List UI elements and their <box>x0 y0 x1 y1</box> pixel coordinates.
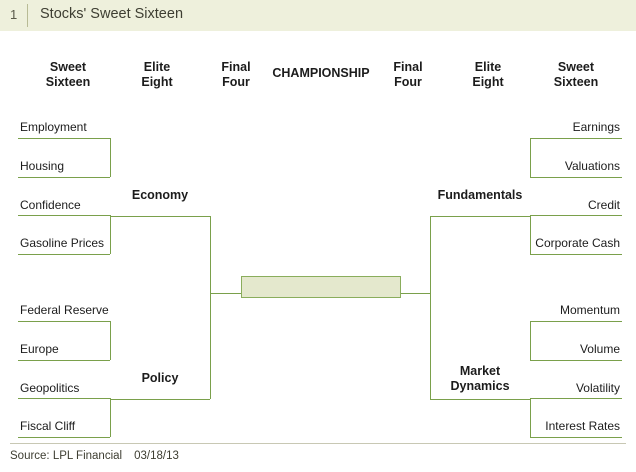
bracket-line-left-bottom-leaf-2 <box>18 360 110 361</box>
bracket-leaf-federal-reserve: Federal Reserve <box>20 303 109 317</box>
column-heading-line2: Sixteen <box>45 75 91 89</box>
column-heading-line1: Sweet <box>557 60 595 74</box>
bracket-line-right-bottom-node-base <box>430 399 530 400</box>
bracket-leaf-employment: Employment <box>20 120 87 134</box>
figure-title: Stocks' Sweet Sixteen <box>40 6 184 22</box>
column-heading-line2: Eight <box>141 75 173 89</box>
bracket-leaf-corporate-cash: Corporate Cash <box>535 236 620 250</box>
bracket-leaf-credit: Credit <box>587 198 620 212</box>
source-date: 03/18/13 <box>134 450 179 462</box>
column-heading-line1: Elite <box>143 60 171 74</box>
bracket-line-right-top-join-lower <box>530 215 531 254</box>
column-heading-right-sweet-sixteen: Sweet Sixteen <box>526 60 626 90</box>
column-heading-championship: CHAMPIONSHIP <box>266 66 376 81</box>
bracket-line-left-top-leaf-2 <box>18 177 110 178</box>
bracket-node-label: Policy <box>141 371 179 385</box>
figure-number: 1 <box>10 7 18 22</box>
bracket-line-left-top-leaf-1 <box>18 138 110 139</box>
bracket-line-left-bottom-node-base <box>110 399 210 400</box>
bracket-leaf-valuations: Valuations <box>564 159 620 173</box>
bracket-leaf-earnings: Earnings <box>572 120 620 134</box>
championship-box <box>241 276 401 298</box>
bracket-node-policy: Policy <box>110 371 210 386</box>
bracket-leaf-gasoline-prices: Gasoline Prices <box>20 236 105 250</box>
source-text: Source: LPL Financial <box>10 450 123 462</box>
column-heading-left-elite-eight: Elite Eight <box>117 60 197 90</box>
bracket-line-left-bottom-join-upper <box>110 321 111 360</box>
bracket-leaf-fiscal-cliff: Fiscal Cliff <box>20 419 76 433</box>
bracket-node-market-dynamics: Market Dynamics <box>430 364 530 394</box>
header-divider <box>27 4 28 27</box>
bracket-node-label: Economy <box>131 188 189 202</box>
column-heading-line2: Four <box>394 75 422 89</box>
column-heading-line1: Elite <box>474 60 502 74</box>
bracket-leaf-housing: Housing <box>20 159 65 173</box>
column-heading-line2: Eight <box>472 75 504 89</box>
column-heading-line2: Four <box>222 75 250 89</box>
bracket-line-right-bottom-join-upper <box>530 321 531 360</box>
bracket-line-right-bottom-leaf-1 <box>530 321 622 322</box>
bracket-line-right-final-to-champion <box>398 293 430 294</box>
bracket-line-left-final-to-champion <box>210 293 242 294</box>
bracket-leaf-confidence: Confidence <box>20 198 81 212</box>
bracket-line-right-top-leaf-3 <box>530 215 622 216</box>
bracket-line-right-bottom-to-final <box>430 293 431 399</box>
bracket-leaf-interest-rates: Interest Rates <box>545 419 620 433</box>
bracket-leaf-europe: Europe <box>20 342 59 356</box>
bracket-node-label: Fundamentals <box>437 188 523 202</box>
column-heading-left-sweet-sixteen: Sweet Sixteen <box>18 60 118 90</box>
bracket-line-left-top-leaf-4 <box>18 254 110 255</box>
bracket-line-left-top-join-lower <box>110 215 111 254</box>
bracket-leaf-momentum: Momentum <box>559 303 620 317</box>
bracket-line-left-top-join-upper <box>110 138 111 177</box>
bracket-line-right-top-leaf-4 <box>530 254 622 255</box>
bracket-line-right-bottom-leaf-3 <box>530 398 622 399</box>
figure-header: 1 Stocks' Sweet Sixteen <box>0 0 636 31</box>
bracket-line-right-bottom-join-lower <box>530 398 531 437</box>
column-heading-line1: CHAMPIONSHIP <box>272 66 370 80</box>
footer-divider <box>10 443 626 444</box>
bracket-node-label-line2: Dynamics <box>450 379 510 393</box>
bracket-node-label-line1: Market <box>459 364 501 378</box>
column-heading-line2: Sixteen <box>553 75 599 89</box>
column-heading-right-elite-eight: Elite Eight <box>448 60 528 90</box>
bracket-line-left-bottom-to-final <box>210 293 211 399</box>
bracket-node-fundamentals: Fundamentals <box>430 188 530 203</box>
source-note: Source: LPL Financial 03/18/13 <box>10 450 179 462</box>
bracket-line-left-bottom-leaf-4 <box>18 437 110 438</box>
column-heading-left-final-four: Final Four <box>196 60 276 90</box>
column-heading-line1: Final <box>393 60 423 74</box>
column-heading-line1: Final <box>221 60 251 74</box>
bracket-line-left-bottom-join-lower <box>110 398 111 437</box>
bracket-leaf-geopolitics: Geopolitics <box>20 381 80 395</box>
bracket-leaf-volume: Volume <box>579 342 620 356</box>
bracket-line-right-top-leaf-1 <box>530 138 622 139</box>
column-heading-line1: Sweet <box>49 60 87 74</box>
bracket-node-economy: Economy <box>110 188 210 203</box>
bracket-line-left-top-node-base <box>110 216 210 217</box>
bracket-line-right-top-leaf-2 <box>530 177 622 178</box>
bracket-line-right-top-node-base <box>430 216 530 217</box>
bracket-line-left-bottom-leaf-1 <box>18 321 110 322</box>
bracket-line-left-top-to-final <box>210 216 211 293</box>
bracket-leaf-volatility: Volatility <box>575 381 620 395</box>
bracket-line-right-top-to-final <box>430 216 431 293</box>
bracket-line-right-bottom-leaf-4 <box>530 437 622 438</box>
bracket-line-right-top-join-upper <box>530 138 531 177</box>
bracket-line-left-bottom-leaf-3 <box>18 398 110 399</box>
bracket-line-right-bottom-leaf-2 <box>530 360 622 361</box>
bracket-line-left-top-leaf-3 <box>18 215 110 216</box>
column-heading-right-final-four: Final Four <box>368 60 448 90</box>
